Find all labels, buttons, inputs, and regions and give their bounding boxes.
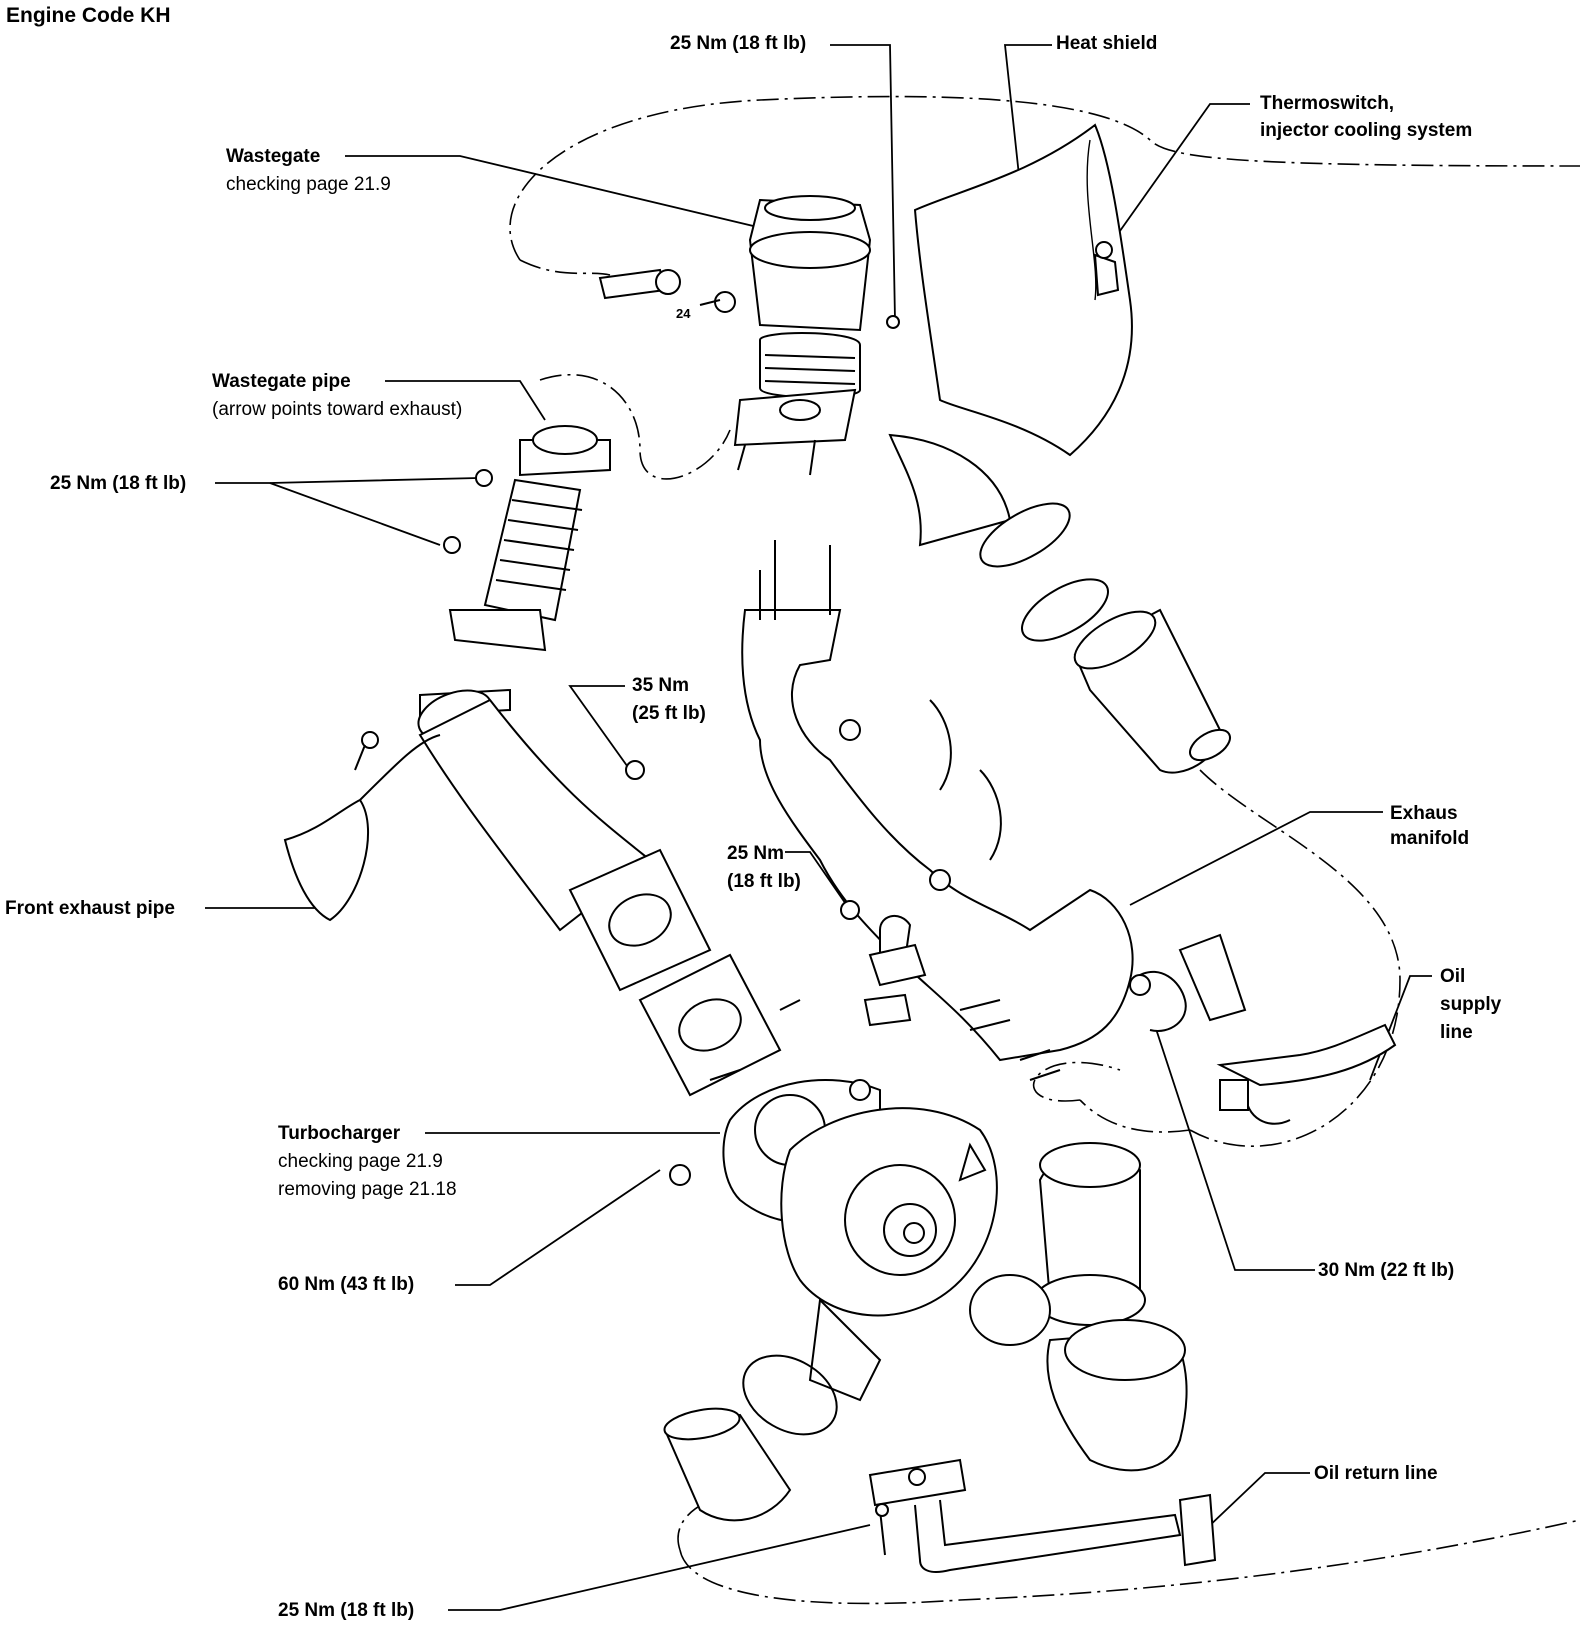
wastegate — [598, 195, 900, 476]
torque-label-oil-return-bolt: 25 Nm (18 ft lb) — [278, 1600, 415, 1621]
stamp-number: 24 — [676, 306, 691, 321]
wastegate-pipe-note: (arrow points toward exhaust) — [212, 399, 463, 420]
wastegate-pipe-label: Wastegate pipe — [212, 371, 351, 392]
air-pipe — [888, 433, 1231, 774]
oil-supply-line-label-line2: supply — [1440, 994, 1502, 1015]
heat-shield-label: Heat shield — [1056, 33, 1158, 54]
oil-supply-line-label-line3: line — [1440, 1022, 1473, 1043]
gaskets — [568, 848, 782, 1097]
wastegate-checking-ref: checking page 21.9 — [226, 174, 391, 195]
oil-supply-line-label: Oil — [1440, 966, 1466, 987]
page-title: Engine Code KH — [6, 4, 171, 27]
wastegate-label: Wastegate — [226, 146, 321, 167]
torque-label-25nm-mid: 25 Nm — [727, 843, 785, 864]
oil-supply-line — [840, 900, 1397, 1125]
wastegate-pipe — [443, 425, 611, 652]
boundary-lines — [509, 95, 1581, 1605]
turbocharger-checking-ref: checking page 21.9 — [278, 1151, 443, 1172]
exhaust-manifold — [741, 540, 1134, 1081]
outlet-elbow — [663, 1142, 1188, 1522]
torque-label-30nm: 30 Nm (22 ft lb) — [1318, 1260, 1455, 1281]
torque-label-35nm-line2: (25 ft lb) — [632, 703, 706, 724]
thermoswitch-label-line2: injector cooling system — [1260, 120, 1473, 141]
oil-return-line-label: Oil return line — [1314, 1463, 1438, 1484]
turbocharger-removing-ref: removing page 21.18 — [278, 1179, 457, 1200]
thermoswitch-label: Thermoswitch, — [1260, 93, 1395, 114]
turbocharger-label: Turbocharger — [278, 1123, 401, 1144]
oil-return-line — [868, 1458, 1217, 1573]
torque-label-60nm: 60 Nm (43 ft lb) — [278, 1274, 415, 1295]
leader-lines — [205, 44, 1432, 1611]
torque-label-wastegate-nut: 25 Nm (18 ft lb) — [670, 33, 807, 54]
heat-shield — [913, 123, 1133, 457]
exhaust-manifold-label-line2: manifold — [1390, 828, 1470, 849]
torque-label-wastegate-pipe: 25 Nm (18 ft lb) — [50, 473, 187, 494]
exhaust-manifold-label: Exhaus — [1390, 803, 1458, 824]
turbocharger — [669, 999, 998, 1402]
front-exhaust-pipe-label: Front exhaust pipe — [5, 898, 175, 919]
front-exhaust-pipe — [283, 688, 652, 932]
torque-label-25nm-mid-line2: (18 ft lb) — [727, 871, 801, 892]
torque-label-35nm: 35 Nm — [632, 675, 690, 696]
